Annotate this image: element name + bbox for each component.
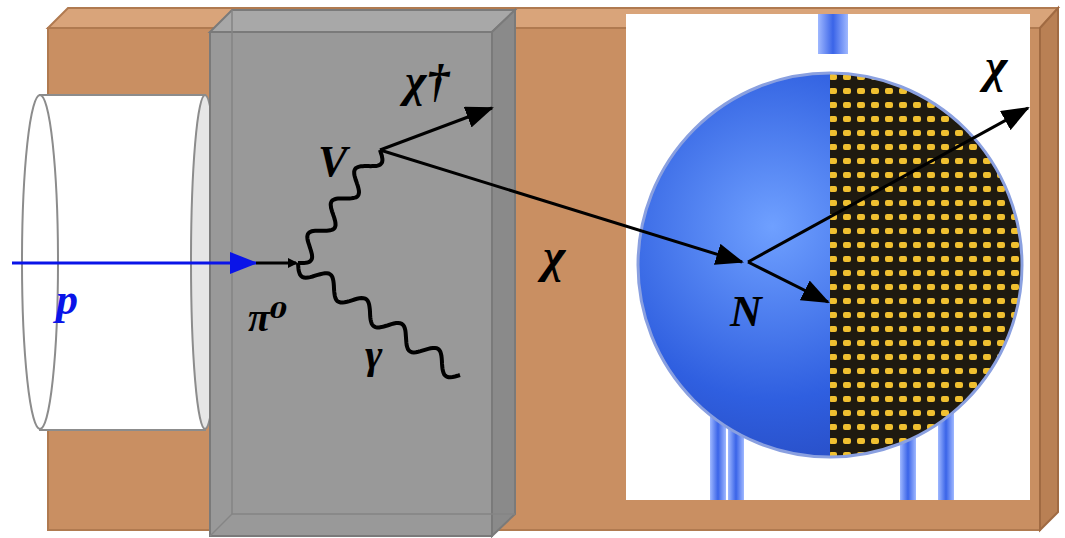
particle-label: N: [730, 290, 762, 334]
particle-label: χ: [985, 42, 1007, 90]
particle-label: p: [56, 278, 78, 322]
particle-label: π⁰: [248, 298, 287, 338]
particle-label: γ: [365, 333, 382, 375]
particle-label: χ: [543, 232, 565, 280]
particle-label: χ†: [405, 58, 449, 104]
particle-label: V: [318, 140, 347, 184]
